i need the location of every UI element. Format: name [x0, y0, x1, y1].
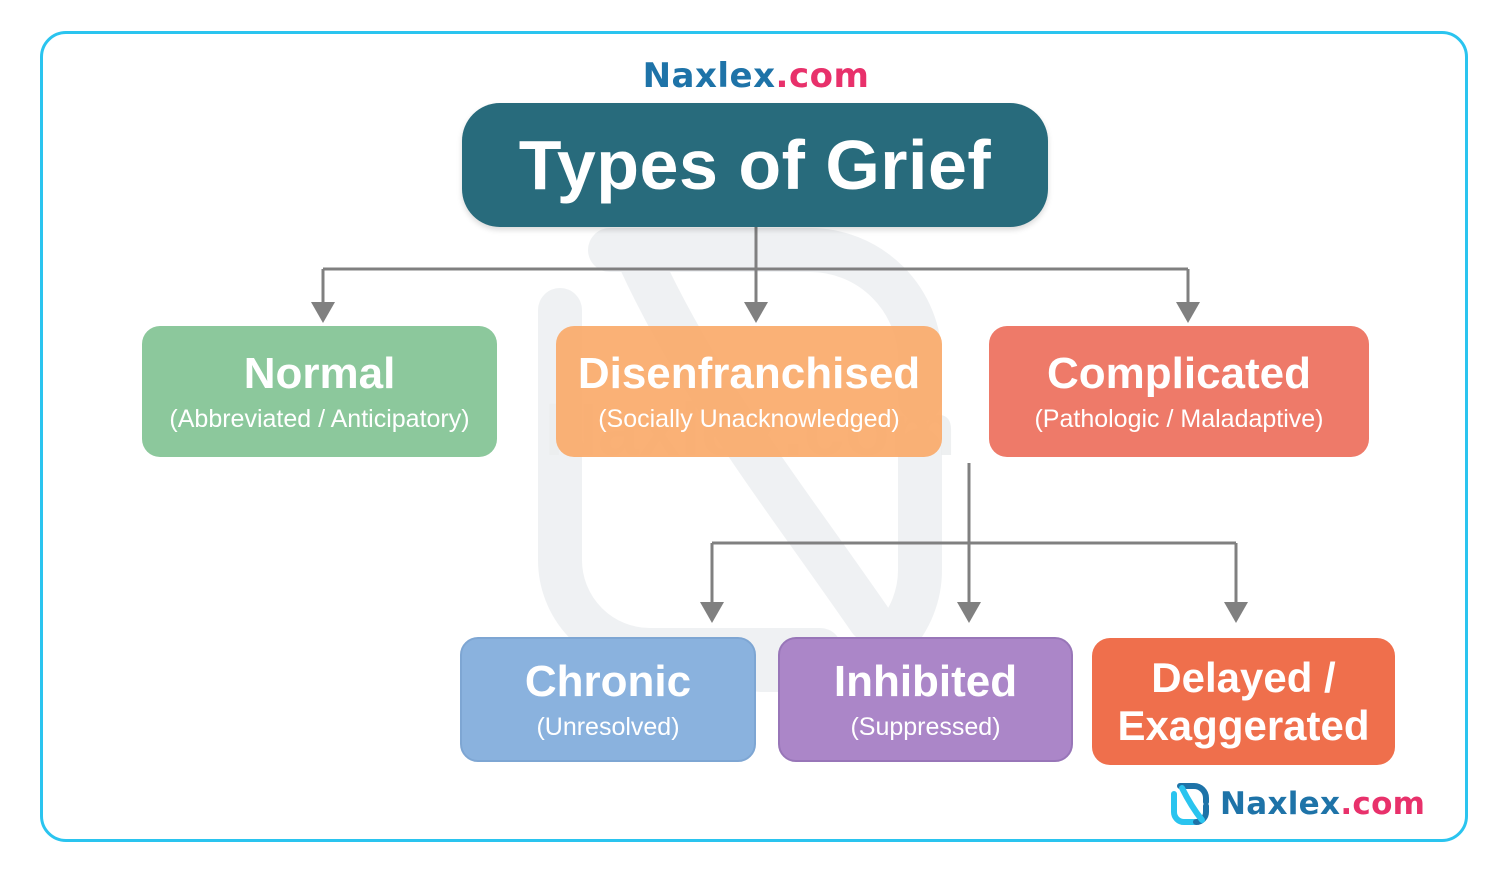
title-node: Types of Grief	[462, 103, 1048, 227]
node-sublabel: (Pathologic / Maladaptive)	[1034, 404, 1324, 433]
diagram-title: Types of Grief	[518, 126, 992, 204]
brand-footer-text: Naxlex.com	[1220, 786, 1425, 822]
brand-tld: com	[1352, 786, 1426, 822]
node-label: Disenfranchised	[577, 348, 921, 398]
node-sublabel: (Unresolved)	[536, 712, 680, 741]
node-label: Chronic	[524, 656, 692, 706]
brand-name: Naxlex	[642, 56, 776, 96]
node-label: Inhibited	[833, 656, 1018, 706]
brand-header: Naxlex.com	[0, 54, 1512, 98]
node-normal: Normal (Abbreviated / Anticipatory)	[142, 326, 497, 457]
node-complicated: Complicated (Pathologic / Maladaptive)	[989, 326, 1369, 457]
brand-footer: Naxlex.com	[1162, 774, 1425, 834]
naxlex-logo-icon	[1171, 783, 1209, 825]
brand-name: Naxlex	[1220, 786, 1341, 822]
brand-dot: .	[775, 56, 789, 96]
brand-dot: .	[1340, 786, 1353, 822]
node-label: Normal	[243, 348, 396, 398]
node-sublabel: (Suppressed)	[850, 712, 1001, 741]
node-disenfranchised: Disenfranchised (Socially Unacknowledged…	[556, 326, 942, 457]
node-label: Delayed /	[1151, 653, 1336, 701]
brand-tld: com	[788, 56, 870, 96]
node-chronic: Chronic (Unresolved)	[460, 637, 756, 762]
node-sublabel: (Socially Unacknowledged)	[598, 404, 900, 433]
node-sublabel: (Abbreviated / Anticipatory)	[169, 404, 470, 433]
node-label: Complicated	[1046, 348, 1312, 398]
node-inhibited: Inhibited (Suppressed)	[778, 637, 1073, 762]
node-label-line2: Exaggerated	[1117, 701, 1370, 749]
node-delayed-exaggerated: Delayed / Exaggerated	[1092, 638, 1395, 765]
